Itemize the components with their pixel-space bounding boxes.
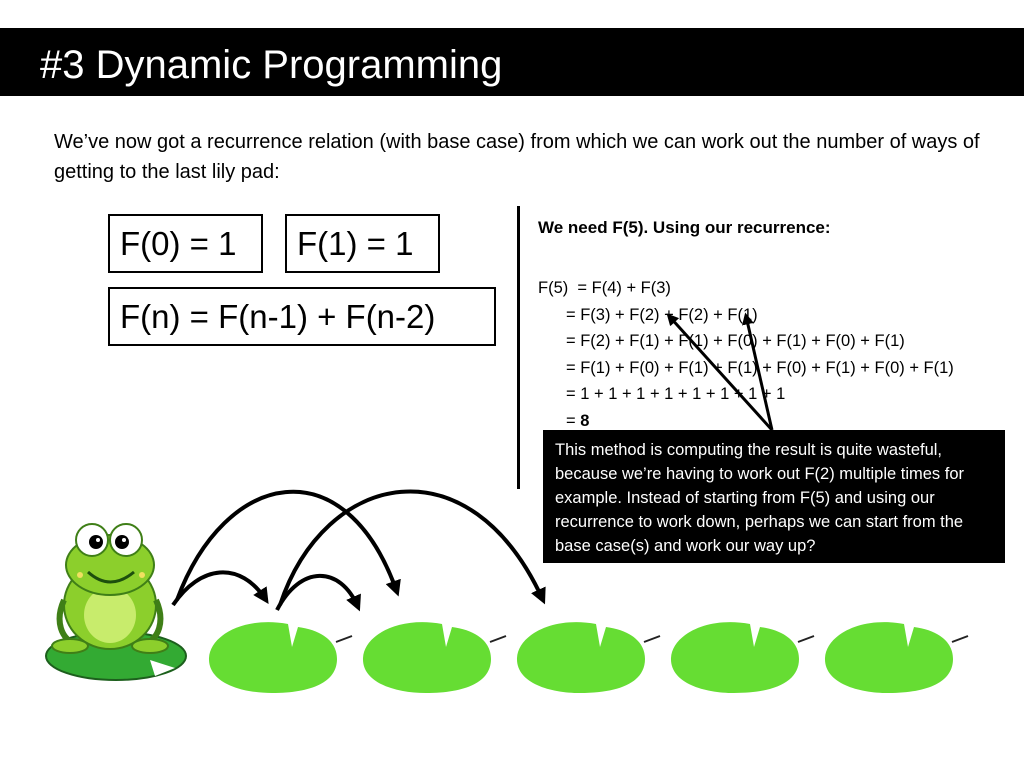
intro-text: We’ve now got a recurrence relation (wit… (54, 131, 980, 183)
slide-title: #3 Dynamic Programming (40, 43, 503, 87)
jump-arrow-long-1 (175, 489, 401, 601)
pointer-arrow-2 (742, 312, 774, 431)
base-case-f0-text: F(0) = 1 (120, 225, 237, 262)
base-case-f1-text: F(1) = 1 (297, 225, 414, 262)
expansion-line-3: = F(2) + F(1) + F(1) + F(0) + F(1) + F(0… (566, 332, 905, 350)
vertical-divider (517, 206, 520, 489)
expansion-result: = 8 (538, 408, 954, 435)
lily-pad-2 (362, 622, 507, 693)
frog-illustration (45, 523, 187, 681)
lily-pad-4 (670, 622, 815, 693)
jump-arrow-short-1 (171, 570, 269, 607)
jump-arrow-short-2 (275, 573, 361, 612)
base-case-f1-box: F(1) = 1 (285, 214, 440, 273)
recurrence-text: F(n) = F(n-1) + F(n-2) (120, 298, 436, 335)
explanation-callout: This method is computing the result is q… (543, 430, 1005, 563)
title-bar (0, 28, 1024, 96)
expansion-line-4: = F(1) + F(0) + F(1) + F(1) + F(0) + F(1… (566, 358, 954, 377)
jump-arrow-long-2 (278, 489, 546, 606)
lily-pad-5 (824, 622, 969, 693)
expansion-heading: We need F(5). Using our recurrence: (538, 218, 831, 237)
expansion-result-prefix: = (566, 411, 581, 430)
explanation-text: This method is computing the result is q… (555, 441, 965, 555)
expansion-line-1: F(5) = F(4) + F(3) (538, 279, 671, 297)
base-case-f0-box: F(0) = 1 (108, 214, 263, 273)
recurrence-box: F(n) = F(n-1) + F(n-2) (108, 287, 496, 346)
pointer-arrow-1 (666, 313, 774, 432)
expansion-result-value: 8 (580, 411, 590, 430)
lily-pad-1 (208, 622, 353, 693)
lily-pad-3 (516, 622, 661, 693)
